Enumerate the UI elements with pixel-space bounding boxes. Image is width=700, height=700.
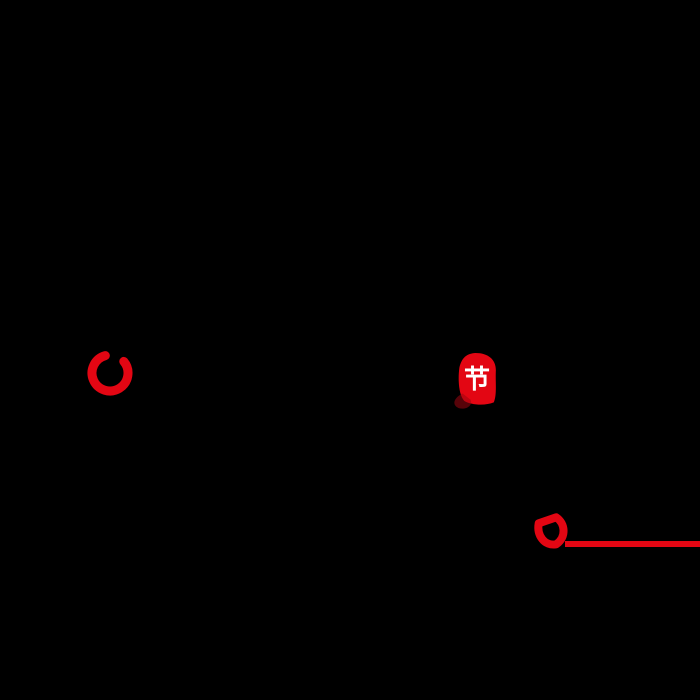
seal-blob-shape [458,353,496,405]
seal-character-glyph: 节 [464,365,490,395]
annotation-circle-right[interactable] [534,513,568,549]
annotation-seal-stamp[interactable]: 节 [454,353,496,409]
seal-smudge-tail [454,393,472,409]
annotation-circle-left[interactable] [87,351,133,396]
open-circle-icon [87,351,133,396]
closed-circle-icon [534,513,568,549]
